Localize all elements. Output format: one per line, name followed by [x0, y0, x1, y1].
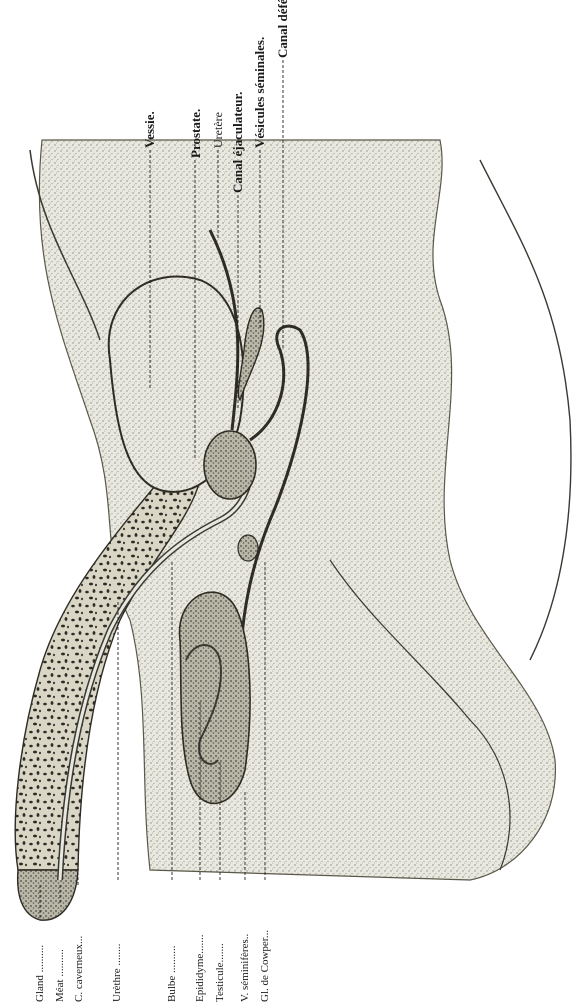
label-urethre: Urèthre ........	[111, 943, 123, 1002]
label-bulbe: Bulbe ..........	[166, 945, 178, 1002]
testis	[180, 592, 250, 803]
label-glande-cowper: Gl. de Cowper...	[259, 930, 271, 1002]
label-vesicules-seminales: Vésicules séminales.	[252, 37, 267, 148]
label-testicule: Testicule.......	[214, 943, 226, 1002]
label-corps-caverneux: C. caverneux...	[73, 935, 85, 1002]
glans	[18, 870, 78, 920]
label-gland: Gland ..........	[34, 945, 46, 1002]
label-meat: Méat ..........	[54, 949, 66, 1002]
cowper-gland	[238, 535, 258, 561]
label-uretere: Uretère	[211, 112, 225, 148]
label-canal-deferent: Canal déférent.	[275, 0, 290, 58]
prostate	[204, 431, 256, 499]
label-canal-ejaculateur: Canal éjaculateur.	[230, 92, 245, 193]
label-epididyme: Epididyme.......	[194, 934, 206, 1002]
label-prostate: Prostate.	[188, 109, 203, 158]
label-vessie: Vessie.	[142, 111, 157, 148]
label-vaisseaux-seminiferes: V. séminifères..	[239, 934, 251, 1002]
labels-bottom: Gland .......... Méat .......... C. cave…	[34, 930, 271, 1002]
body-outline	[30, 140, 571, 880]
